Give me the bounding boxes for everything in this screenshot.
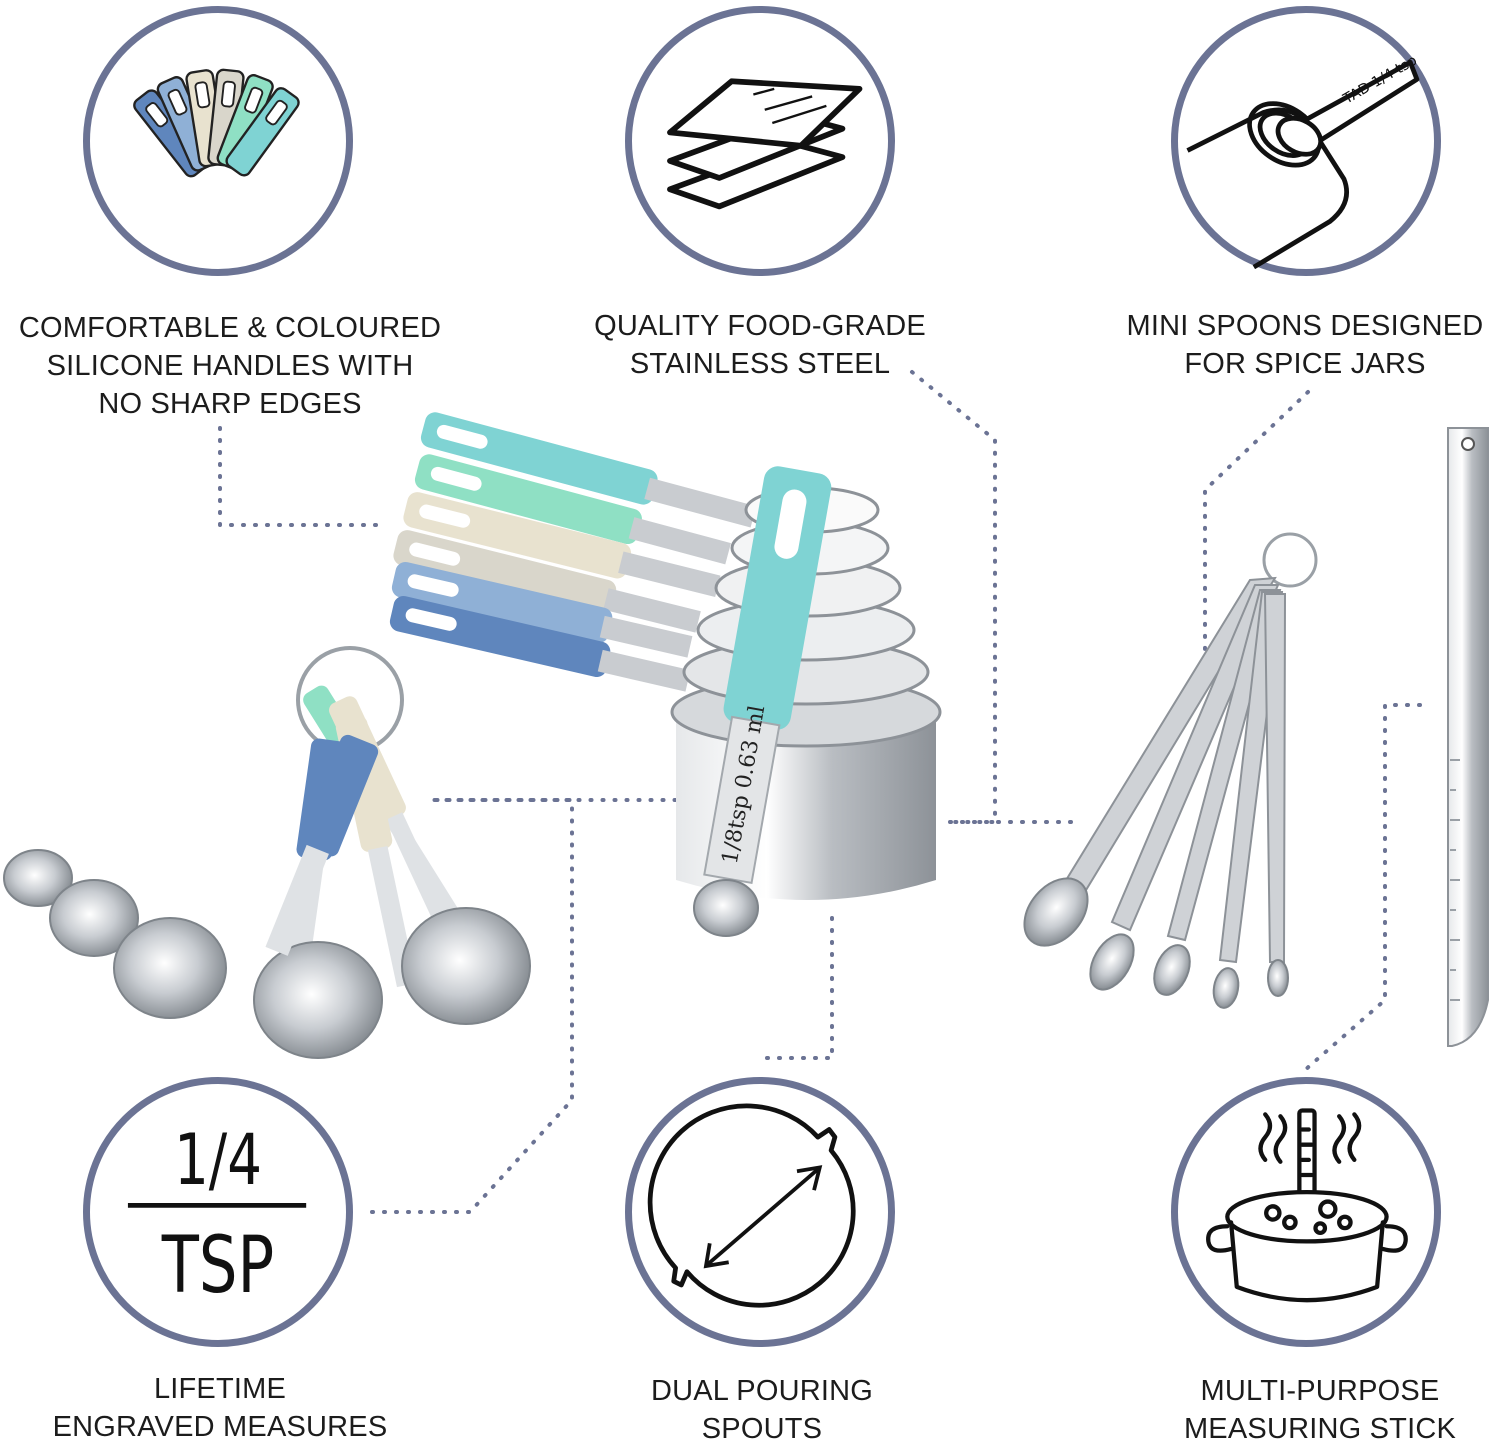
front-spoon-bowl [693,879,759,937]
cup-handle [391,561,693,658]
measuring-spoons [3,646,531,1059]
spoon-bowl [113,917,227,1019]
spoon-bowl [49,879,139,957]
mini-spoons [1023,532,1318,1009]
caption-stainless-steel: QUALITY FOOD-GRADE STAINLESS STEEL [560,307,960,383]
feature-circle-mini-spoons: TAD 1/4 tsp [1171,6,1441,276]
measuring-stick [1447,427,1489,1047]
connector-mini-spoons [1203,390,1310,652]
engraved-measure-icon [127,1202,307,1208]
dual-spout-icon [647,1103,856,1308]
cup-handle [420,412,757,528]
caption-engraved-measures: LIFETIME ENGRAVED MEASURES [20,1370,420,1446]
fraction-bottom-text: TSP [161,1221,275,1311]
caption-line: LIFETIME [153,1373,287,1405]
fraction-top-text: 1/4 [174,1119,262,1201]
mini-spoon-bowl [1212,967,1240,1009]
caption-dual-spouts: DUAL POURING SPOUTS [562,1372,962,1448]
stainless-steel-layers-icon [667,78,863,210]
feature-circle-dual-spouts [625,1077,895,1347]
caption-line: NO SHARP EDGES [98,388,362,420]
caption-mini-spoons: MINI SPOONS DESIGNED FOR SPICE JARS [1105,307,1500,383]
cup-handle [393,530,701,633]
caption-line: SPOUTS [701,1413,823,1445]
feature-circle-measuring-stick [1171,1077,1441,1347]
caption-line: ENGRAVED MEASURES [52,1411,388,1443]
silicone-handles-icon [133,68,300,178]
caption-measuring-stick: MULTI-PURPOSE MEASURING STICK [1120,1372,1500,1448]
feature-circle-silicone-handles [83,6,353,276]
caption-line: COMFORTABLE & COLOURED [18,312,442,344]
caption-line: MEASURING STICK [1183,1413,1457,1445]
mini-spoon-spice-jar-icon: TAD 1/4 tsp [1186,53,1420,269]
connector-spouts [758,916,834,1060]
caption-line: STAINLESS STEEL [629,348,891,380]
measuring-cups: 1/8tsp 0.63 ml [389,412,942,937]
caption-line: MULTI-PURPOSE [1200,1375,1440,1407]
spoon-bowl [3,849,73,907]
mini-spoon-bowl [1023,877,1089,947]
spoon [265,734,379,956]
feature-circle-stainless-steel [625,6,895,276]
cup-handle [403,492,721,598]
connector-steel [910,370,997,824]
caption-line: DUAL POURING [650,1375,874,1407]
connector-stick [1303,703,1422,1072]
caption-silicone-handles: COMFORTABLE & COLOURED SILICONE HANDLES … [0,309,460,423]
mini-spoon-bowl [1153,944,1191,996]
connector-handles [218,426,382,527]
mini-spoon-bowl [1089,933,1135,991]
caption-line: SILICONE HANDLES WITH [46,350,414,382]
caption-line: FOR SPICE JARS [1184,348,1426,380]
spoon-bowl [401,907,531,1025]
dotted-connectors [218,370,1422,1214]
cup-handle [414,454,731,565]
caption-line: MINI SPOONS DESIGNED [1126,310,1484,342]
feature-circle-engraved-measures: 1/4 TSP [83,1077,353,1347]
caption-line: QUALITY FOOD-GRADE [594,310,926,342]
mini-spoon-bowl [1267,959,1289,997]
pot-measuring-stick-icon [1206,1108,1408,1303]
spoon-bowl [253,941,383,1059]
cup-handle [389,595,691,692]
connector-engraved [370,798,682,1214]
handle-swatch [225,87,300,177]
